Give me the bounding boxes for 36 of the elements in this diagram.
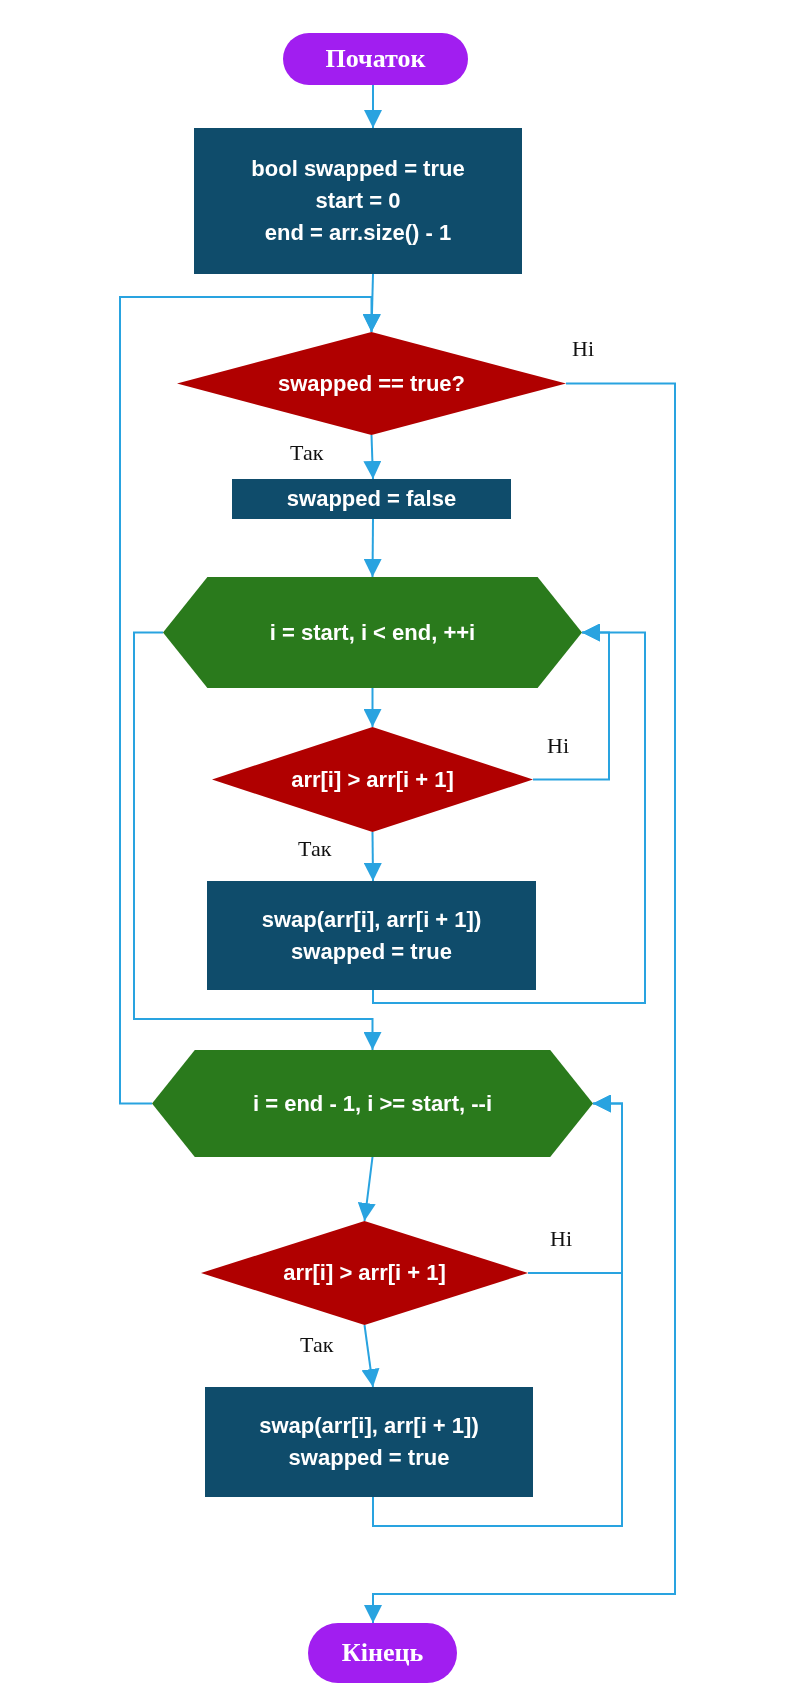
- decision-diamond: [177, 332, 566, 435]
- arrow: [363, 518, 382, 578]
- condition-text: arr[i] > arr[i + 1]: [291, 765, 454, 794]
- arrow: [364, 84, 382, 129]
- arrow: [363, 831, 382, 882]
- decision-diamond: [201, 1221, 528, 1325]
- terminal-label: Кінець: [341, 1637, 424, 1670]
- arrow: [361, 1324, 380, 1388]
- arrow: [133, 631, 382, 1051]
- process-box: [207, 881, 536, 990]
- process-box: [205, 1387, 533, 1497]
- loop-hexagon: [152, 1050, 593, 1157]
- process-box: [194, 128, 522, 274]
- loop-text: i = start, i < end, ++i: [269, 618, 476, 647]
- loop-hexagon: [163, 577, 582, 688]
- terminal-pill: [283, 33, 468, 85]
- arrow: [119, 296, 381, 1105]
- terminal-pill: [308, 1623, 457, 1683]
- decision-diamond: [212, 727, 533, 832]
- arrow: [363, 687, 382, 728]
- process-text: swap(arr[i], arr[i + 1]) swapped = true: [260, 905, 483, 966]
- arrow: [357, 1156, 376, 1222]
- terminal-label: Початок: [325, 43, 426, 76]
- process-text: swap(arr[i], arr[i + 1]) swapped = true: [258, 1412, 480, 1472]
- process-box: [232, 479, 511, 519]
- process-text: end = arr.size() - 1: [263, 218, 453, 247]
- process-text: swapped = false: [286, 485, 457, 514]
- arrow: [363, 434, 382, 480]
- loop-text: i = end - 1, i >= start, --i: [253, 1089, 492, 1118]
- arrow: [372, 1094, 623, 1527]
- arrow: [372, 623, 646, 1004]
- process-text: bool swapped = true: [250, 155, 466, 184]
- condition-text: arr[i] > arr[i + 1]: [283, 1259, 446, 1288]
- process-text: start = 0: [314, 187, 402, 216]
- condition-text: swapped == true?: [277, 369, 466, 398]
- arrow: [364, 382, 676, 1624]
